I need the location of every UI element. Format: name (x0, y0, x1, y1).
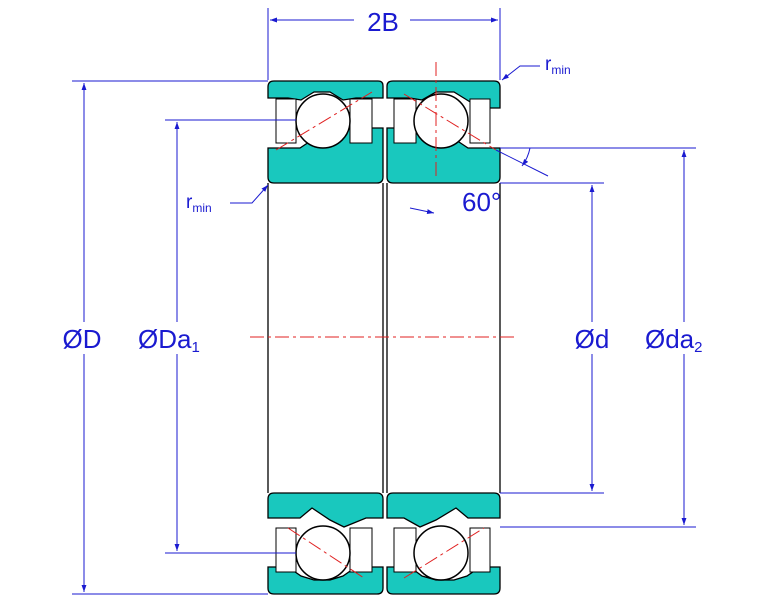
top-left-section (267, 80, 384, 184)
dimension-rmin-left: rmin (186, 184, 269, 215)
label-rmin-top: rmin (545, 54, 571, 77)
bearing-body-outline (267, 183, 501, 493)
outer-ring-top-left (267, 80, 384, 101)
dimension-contact-angle: 60° (409, 147, 549, 217)
top-right-section (386, 80, 501, 184)
bottom-left-section (267, 492, 384, 595)
dimension-bore-diameter: Ød (500, 182, 610, 494)
inner-ring-bottom-right (386, 492, 501, 528)
label-housing-shoulder: ØDa1 (138, 324, 200, 356)
label-contact-angle: 60° (462, 187, 501, 217)
dimension-2b: 2B (267, 7, 501, 80)
inner-ring-bottom-left (267, 492, 384, 528)
dimension-housing-shoulder: ØDa1 (138, 119, 296, 554)
dimension-rmin-top: rmin (501, 54, 571, 81)
dimension-shaft-shoulder: Ødа2 (500, 147, 703, 528)
label-bore-diameter: Ød (575, 324, 610, 354)
label-2b: 2B (367, 7, 399, 37)
dimension-outer-diameter: ØD (63, 80, 268, 595)
label-shaft-shoulder: Ødа2 (645, 324, 703, 356)
bottom-right-section (386, 492, 501, 595)
label-outer-diameter: ØD (63, 324, 102, 354)
label-rmin-left: rmin (186, 192, 212, 215)
center-lines (250, 62, 515, 579)
ball-bottom-right (413, 525, 469, 581)
ball-top-right (413, 93, 469, 149)
ball-top-left (295, 93, 351, 149)
ball-bottom-left (295, 525, 351, 581)
